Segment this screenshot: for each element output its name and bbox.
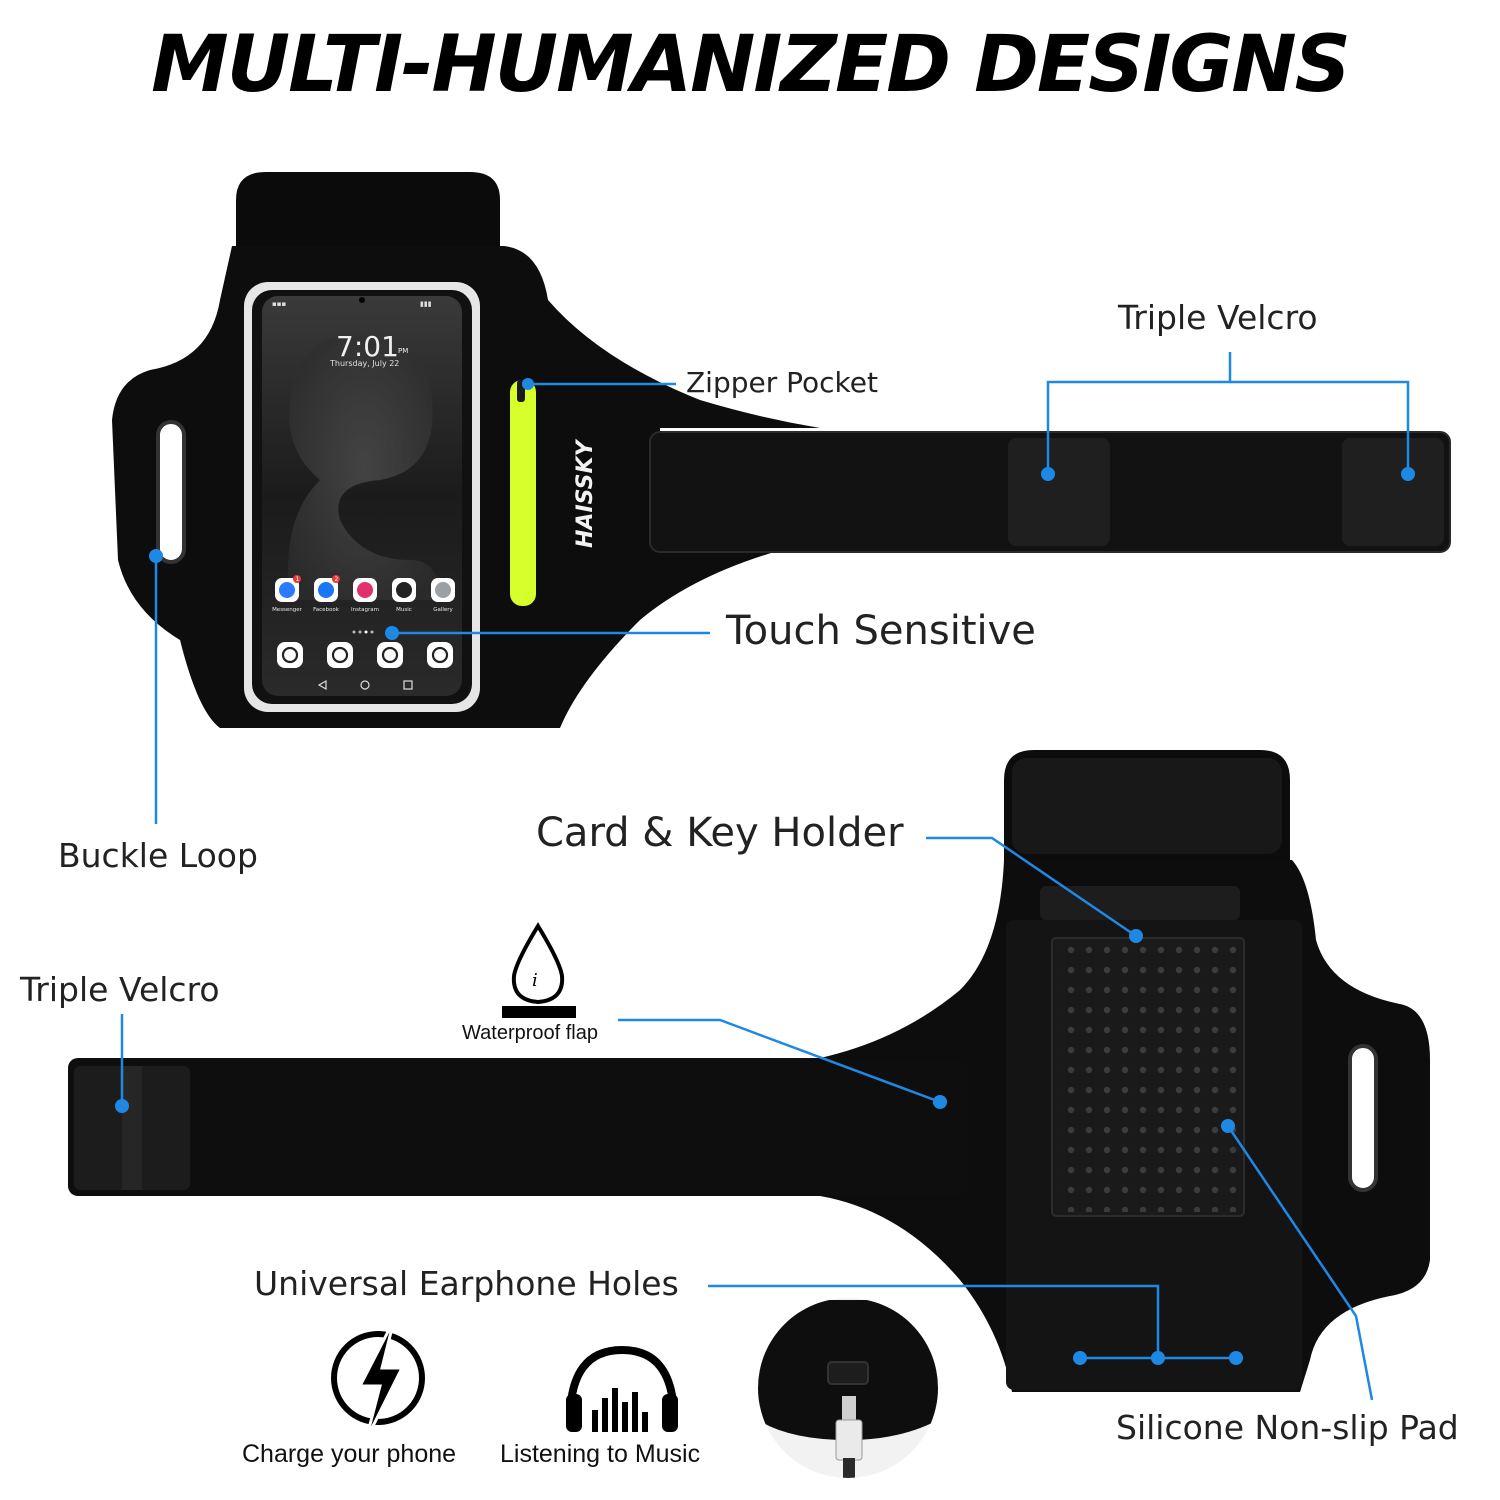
- page-dots: [352, 630, 374, 634]
- svg-text:▮▮▮: ▮▮▮: [420, 300, 432, 308]
- app-label: Facebook: [313, 607, 340, 613]
- zipper-pocket: [510, 380, 536, 606]
- app-badge: 1: [296, 576, 300, 583]
- dot-zipper: [522, 378, 534, 390]
- label-listening-music: Listening to Music: [500, 1440, 701, 1468]
- label-silicone-pad: Silicone Non-slip Pad: [1116, 1408, 1459, 1447]
- app-label: Music: [396, 607, 412, 613]
- dot-silicone: [1221, 1119, 1235, 1133]
- dot-velcro-left: [115, 1099, 129, 1113]
- lightning-bolt-icon: [331, 1319, 425, 1441]
- app-label: Instagram: [351, 607, 379, 613]
- label-card-key-holder: Card & Key Holder: [536, 810, 904, 856]
- lock-time: 7:01: [336, 330, 399, 363]
- dot-touch: [385, 626, 399, 640]
- card-holder-texture: [1012, 758, 1282, 854]
- brand-logo: HAISSKY: [573, 438, 598, 548]
- bottom-armband: [68, 750, 1430, 1392]
- messages-icon: [277, 642, 303, 668]
- phone-icon: [327, 642, 353, 668]
- callout-earphone: [708, 1284, 1160, 1358]
- camera-notch: [359, 297, 365, 303]
- recents-icon: [403, 680, 413, 690]
- dot-ear-1: [1073, 1351, 1087, 1365]
- app-label: Messenger: [272, 607, 303, 613]
- bottom-velcro-strap: [68, 1058, 968, 1196]
- label-triple-velcro-left: Triple Velcro: [20, 970, 220, 1009]
- bottom-buckle-loop: [1348, 1044, 1378, 1192]
- svg-text:▪▪▪: ▪▪▪: [272, 300, 286, 308]
- silicone-dots: [1056, 942, 1240, 1212]
- callout-waterproof: [618, 1018, 941, 1104]
- label-charge-phone: Charge your phone: [242, 1440, 457, 1468]
- label-waterproof-flap: Waterproof flap: [462, 1022, 598, 1044]
- contacts-icon: [377, 642, 403, 668]
- home-icon: [360, 680, 370, 690]
- label-earphone-holes: Universal Earphone Holes: [254, 1264, 679, 1303]
- callout-dots: [115, 378, 1415, 1365]
- label-touch-sensitive: Touch Sensitive: [726, 608, 1036, 654]
- callout-lines: [120, 352, 1410, 1401]
- lock-date: Thursday, July 22: [329, 359, 399, 368]
- back-icon: [317, 679, 327, 691]
- nav-row: [317, 679, 413, 691]
- wallpaper-shape: [288, 335, 440, 600]
- callout-triple-velcro-top: [1046, 352, 1232, 474]
- card-slot: [1040, 886, 1240, 920]
- callout-triple-velcro-top-b: [1230, 380, 1410, 474]
- top-buckle-loop: [156, 420, 186, 564]
- dot-velcro-2: [1401, 467, 1415, 481]
- page-title: MULTI-HUMANIZED DESIGNS: [151, 20, 1351, 110]
- top-velcro-tab-2: [1342, 438, 1444, 546]
- top-velcro-tab-1: [1008, 438, 1110, 546]
- dot-velcro-1: [1041, 467, 1055, 481]
- dock-row: [277, 642, 453, 668]
- bottom-velcro-tab-stripe: [122, 1066, 142, 1190]
- dot-ear-2: [1151, 1351, 1165, 1365]
- lightning-cable-icon: [758, 1298, 938, 1478]
- label-triple-velcro-top: Triple Velcro: [1118, 298, 1318, 337]
- top-flap: [236, 172, 500, 252]
- dot-card: [1129, 929, 1143, 943]
- label-buckle-loop: Buckle Loop: [58, 836, 258, 875]
- gallery-icon: Gallery: [431, 578, 455, 613]
- callout-card: [926, 836, 1137, 938]
- lock-ampm: PM: [398, 347, 408, 355]
- callout-silicone: [1226, 1125, 1374, 1401]
- camera-icon: [427, 642, 453, 668]
- svg-text:i: i: [532, 970, 538, 991]
- dot-waterproof: [933, 1095, 947, 1109]
- instagram-icon: Instagram: [351, 578, 379, 613]
- water-drop-icon: i: [502, 922, 576, 1018]
- dot-ear-3: [1229, 1351, 1243, 1365]
- headphones-icon: [566, 1345, 678, 1432]
- app-label: Gallery: [433, 607, 453, 613]
- dot-buckle: [149, 549, 163, 563]
- label-zipper-pocket: Zipper Pocket: [686, 366, 878, 399]
- phone-statusbar: ▪▪▪ ▮▮▮: [272, 300, 432, 308]
- app-badge: 2: [335, 576, 339, 583]
- music-icon: Music: [392, 578, 416, 613]
